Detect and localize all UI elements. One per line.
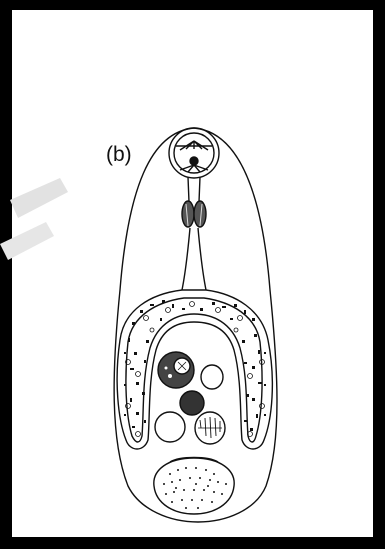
esophagus — [182, 228, 206, 290]
ovary — [201, 365, 223, 389]
oral-sucker — [169, 128, 219, 178]
posterior-testis — [195, 412, 225, 444]
prepharynx — [188, 177, 200, 202]
body-outline — [114, 128, 277, 522]
ventral-sucker — [158, 352, 194, 388]
seminal-receptacle — [155, 412, 185, 442]
anterior-testis — [180, 391, 204, 415]
excretory-vesicle — [154, 458, 234, 515]
excretory-vesicle-dots — [163, 467, 227, 509]
pharynx — [182, 201, 206, 227]
